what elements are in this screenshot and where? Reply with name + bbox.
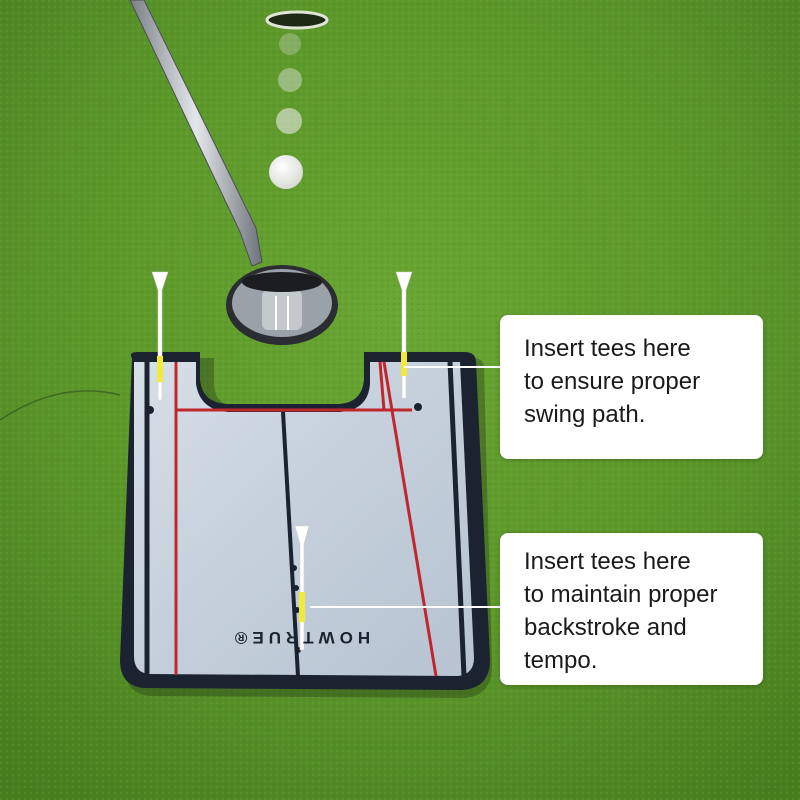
tee-left <box>151 271 169 401</box>
callout-text-line: swing path. <box>524 401 646 428</box>
guide-line-red <box>382 361 438 677</box>
golf-hole <box>265 10 329 30</box>
brand-logo: HOWTRUE® <box>230 628 370 647</box>
callout-text-line: backstroke and <box>524 614 687 641</box>
callout-text-line: to maintain proper <box>524 581 718 608</box>
putter-shaft <box>129 0 263 267</box>
tee-right <box>395 271 413 399</box>
callout-text-line: to ensure proper <box>524 368 701 395</box>
tee-hole <box>414 403 422 411</box>
mirror-surface <box>134 362 474 676</box>
golf-ball-ghost <box>279 33 301 55</box>
golf-ball <box>269 155 303 189</box>
callout-text-line: tempo. <box>524 647 598 674</box>
callout-backstroke-tempo: Insert tees here to maintain proper back… <box>500 533 763 685</box>
tee-hole <box>291 565 297 571</box>
guide-line-black <box>447 361 467 677</box>
callout-text-line: Insert tees here <box>524 548 691 575</box>
callout-text-line: Insert tees here <box>524 335 691 362</box>
tee-hole <box>146 406 154 414</box>
callout-swing-path: Insert tees here to ensure proper swing … <box>500 315 763 459</box>
callout-leader-line <box>310 606 502 608</box>
golf-ball-ghost <box>276 108 302 134</box>
callout-leader-line <box>404 366 502 368</box>
tee-hole <box>293 585 299 591</box>
guide-line-center <box>281 411 300 677</box>
tee-center <box>294 525 310 651</box>
tee-hole <box>295 647 301 653</box>
golf-ball-ghost <box>278 68 302 92</box>
tee-hole <box>294 607 300 613</box>
